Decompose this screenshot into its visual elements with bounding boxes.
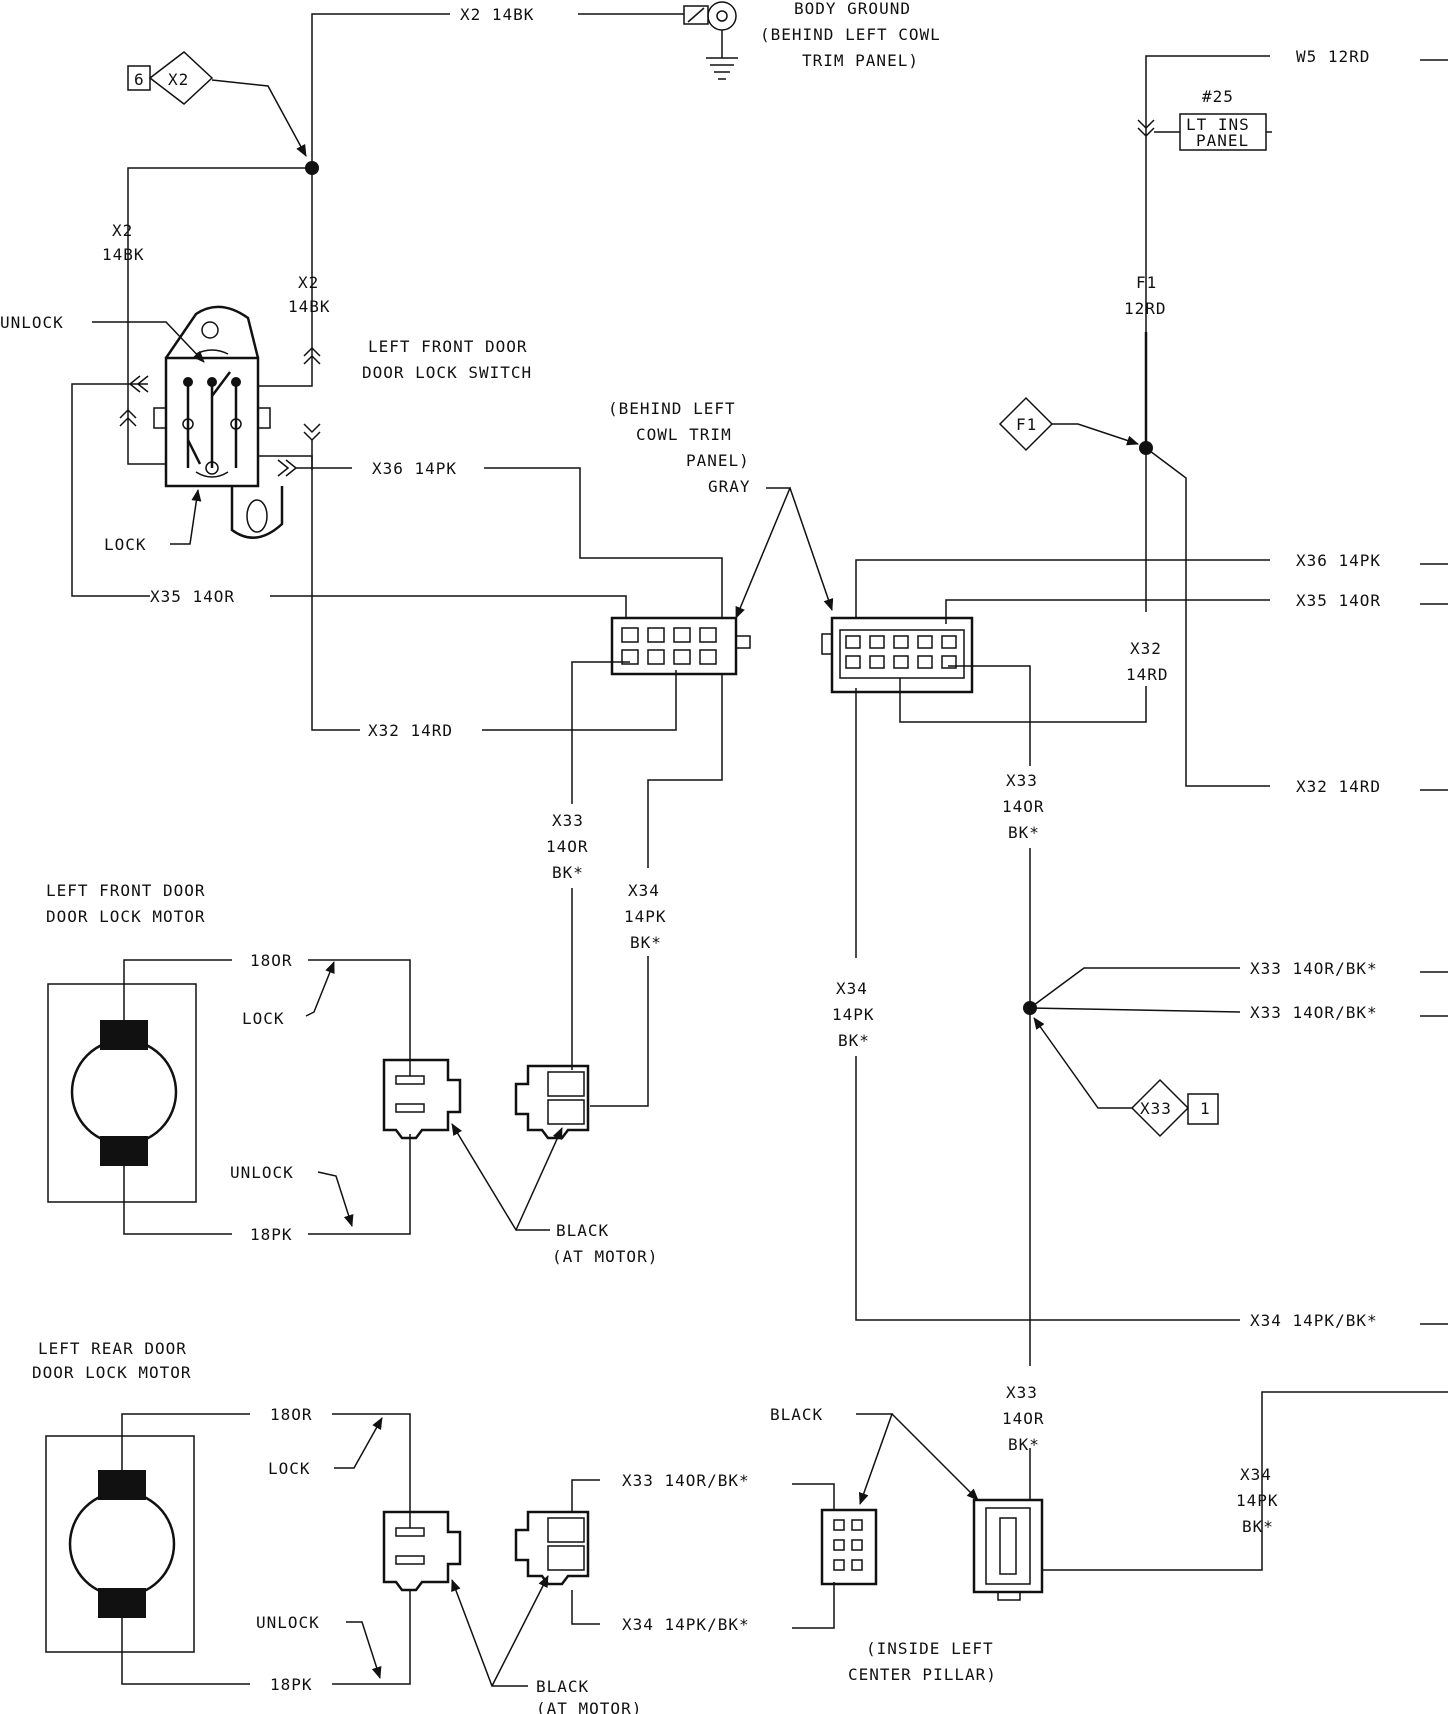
x33-bottom-label-2: 14OR (1002, 1409, 1045, 1428)
ground-title: BODY GROUND (794, 0, 911, 18)
x34-right-label-3: BK* (838, 1031, 870, 1050)
x32-mid-label-2: 14RD (1126, 665, 1169, 684)
x34-right-label-1: X34 (836, 979, 868, 998)
rear-motor-title-line1: LEFT REAR DOOR (38, 1339, 187, 1358)
front-motor-title-line2: DOOR LOCK MOTOR (46, 907, 206, 926)
front-motor-connector-male (514, 1064, 590, 1140)
ground-section: X2 14BK BODY GROUND (BEHIND LEFT COWL TR… (311, 0, 941, 172)
x2-left-label-2: 14BK (102, 245, 145, 264)
front-motor-body (47, 959, 232, 1235)
rear-connector-label-2: (AT MOTOR) (536, 1699, 642, 1714)
switch-lock-label: LOCK (104, 535, 147, 554)
fuse-box-line2: PANEL (1196, 131, 1249, 150)
x33-left-label-3: BK* (552, 863, 584, 882)
ground-location-line2: TRIM PANEL) (802, 51, 919, 70)
front-motor-title-line1: LEFT FRONT DOOR (46, 881, 206, 900)
x2-right-label-2: 14BK (288, 297, 331, 316)
x2-right-label-1: X2 (298, 273, 319, 292)
connector-note-line1: (BEHIND LEFT (608, 399, 736, 418)
x34-right-label-2: 14PK (832, 1005, 875, 1024)
f1-wire-label-1: F1 (1136, 273, 1157, 292)
x33-left-label-2: 14OR (546, 837, 589, 856)
switch-title-line2: DOOR LOCK SWITCH (362, 363, 532, 382)
pillar-location-line1: (INSIDE LEFT (866, 1639, 994, 1658)
rear-x33-label: X33 14OR/BK* (622, 1471, 750, 1490)
rear-unlock-label: UNLOCK (256, 1613, 320, 1632)
rear-x34-label: X34 14PK/BK* (622, 1615, 750, 1634)
x33-left-label-1: X33 (552, 811, 584, 830)
rear-motor-wire1: 18OR (270, 1405, 313, 1424)
pillar-location-line2: CENTER PILLAR) (848, 1665, 997, 1684)
switch-connector-arrows (119, 346, 321, 477)
x33-bottom-label-1: X33 (1006, 1383, 1038, 1402)
f1-wire-label-2: 12RD (1124, 299, 1167, 318)
x34-left-label-2: 14PK (624, 907, 667, 926)
x36-left-label: X36 14PK (372, 459, 457, 478)
x33-right-label-3: BK* (1008, 823, 1040, 842)
connector-note-line2: COWL TRIM (636, 425, 732, 444)
fuse-box-line1: LT INS (1186, 115, 1250, 134)
front-unlock-label: UNLOCK (230, 1163, 294, 1182)
left-gray-connector (610, 616, 751, 676)
front-motor-wire2: 18PK (250, 1225, 293, 1244)
fuse-number: #25 (1202, 87, 1234, 106)
ground-location-line1: (BEHIND LEFT COWL (760, 25, 941, 44)
x32-mid-label-1: X32 (1130, 639, 1162, 658)
rear-motor-title-line2: DOOR LOCK MOTOR (32, 1363, 192, 1382)
right-gray-connector (821, 616, 974, 694)
x33-ref-code: X33 (1140, 1099, 1172, 1118)
x36-right-label: X36 14PK (1296, 551, 1381, 570)
pillar-connector-left (820, 1508, 878, 1586)
x2-left-label-1: X2 (112, 221, 133, 240)
front-connector-label-2: (AT MOTOR) (552, 1247, 658, 1266)
x33-reference: X33 1 (1033, 1017, 1219, 1138)
x32-right-label: X32 14RD (1296, 777, 1381, 796)
rear-connector-label-1: BLACK (536, 1677, 589, 1696)
rear-motor-connector-male (514, 1510, 590, 1586)
x33-right-label-2: 14OR (1002, 797, 1045, 816)
x34-left-label-1: X34 (628, 881, 660, 900)
x33-bottom-label-3: BK* (1008, 1435, 1040, 1454)
x35-right-label: X35 14OR (1296, 591, 1381, 610)
front-motor-connector-female (382, 1058, 462, 1140)
rear-motor-body (45, 1413, 250, 1685)
connector-note-line3: PANEL) (686, 451, 750, 470)
x2-ref-page: 6 (134, 70, 145, 89)
rear-motor-connector-female (382, 1510, 462, 1592)
front-connector-label-1: BLACK (556, 1221, 609, 1240)
front-motor-wire1: 18OR (250, 951, 293, 970)
door-lock-switch (153, 305, 284, 539)
front-lock-label: LOCK (242, 1009, 285, 1028)
x34-bottom-label-1: X34 (1240, 1465, 1272, 1484)
x33-right-label-b: X33 14OR/BK* (1250, 1003, 1378, 1022)
x34-bottom-label-2: 14PK (1236, 1491, 1279, 1510)
x33-ref-page: 1 (1200, 1099, 1211, 1118)
x34-right-label: X34 14PK/BK* (1250, 1311, 1378, 1330)
x34-bottom-label-3: BK* (1242, 1517, 1274, 1536)
rear-motor-wire2: 18PK (270, 1675, 313, 1694)
x33-right-label-1: X33 (1006, 771, 1038, 790)
fuse-section: W5 12RD #25 LT INS PANEL F1 12RD F1 X32 … (998, 47, 1448, 796)
f1-ref-label: F1 (1016, 415, 1037, 434)
switch-title-line1: LEFT FRONT DOOR (368, 337, 528, 356)
switch-unlock-label: UNLOCK (0, 313, 64, 332)
ground-eyelet-icon (683, 1, 738, 80)
w5-wire-label: W5 12RD (1296, 47, 1370, 66)
connector-note-line4: GRAY (708, 477, 751, 496)
x32-left-label: X32 14RD (368, 721, 453, 740)
pillar-connector-right (972, 1498, 1044, 1601)
pillar-black-label: BLACK (770, 1405, 823, 1424)
x2-ref-code: X2 (168, 70, 189, 89)
ground-wire-label: X2 14BK (460, 5, 534, 24)
x34-left-label-3: BK* (630, 933, 662, 952)
rear-lock-label: LOCK (268, 1459, 311, 1478)
x33-right-label-a: X33 14OR/BK* (1250, 959, 1378, 978)
x35-left-label: X35 14OR (150, 587, 235, 606)
x2-reference: 6 X2 (127, 51, 307, 157)
